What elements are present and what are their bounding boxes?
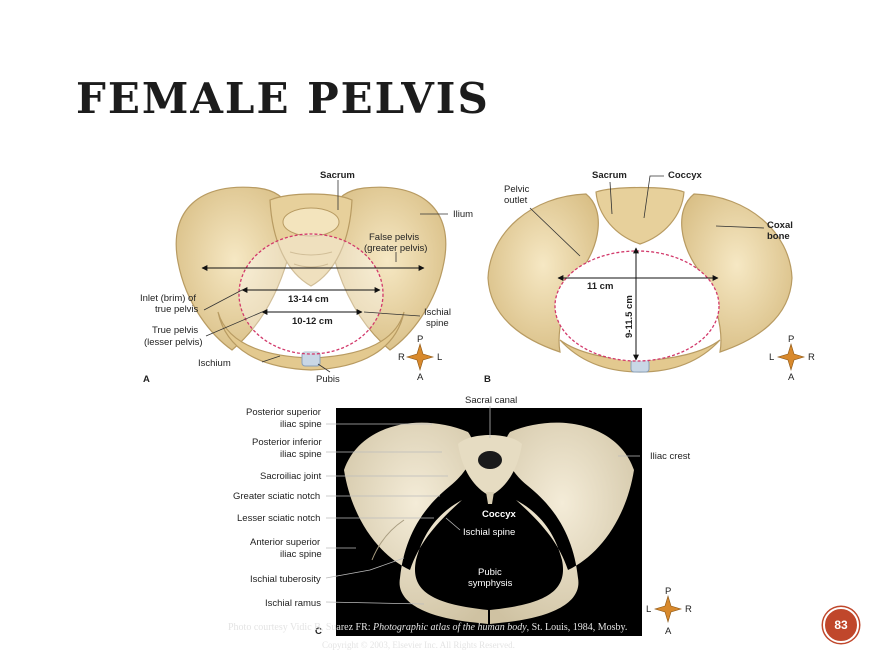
panel-c-letter: C xyxy=(315,626,322,637)
panel-b-coxal-bone-label-2: bone xyxy=(767,231,790,242)
panel-a-compass-left: R xyxy=(398,352,405,363)
panel-c-psis-label-2: iliac spine xyxy=(280,419,322,430)
panel-a-ischium-label: Ischium xyxy=(198,358,231,369)
panel-c-greater-notch-label: Greater sciatic notch xyxy=(233,491,320,502)
panel-a-inlet-label-2: true pelvis xyxy=(155,304,199,315)
panel-a-false-pelvis-label-2: (greater pelvis) xyxy=(364,243,427,254)
panel-c-ischial-tuberosity-label: Ischial tuberosity xyxy=(250,574,321,585)
panel-c-ischial-ramus-label: Ischial ramus xyxy=(265,598,321,609)
panel-a-leader-lines xyxy=(203,180,448,373)
panel-c-compass-icon: P A L R xyxy=(646,586,692,637)
panel-c-pubic-symphysis-label: Pubic xyxy=(478,567,502,578)
panel-a-dim-lower: 10-12 cm xyxy=(292,316,333,327)
panel-c-pubic-symphysis-label-2: symphysis xyxy=(468,578,513,589)
panel-c-asis-label-2: iliac spine xyxy=(280,549,322,560)
panel-b-compass-left: L xyxy=(769,352,774,363)
panel-c-psis-label: Posterior superior xyxy=(246,407,321,418)
panel-a-true-pelvis-label-2: (lesser pelvis) xyxy=(144,337,203,348)
slide-title: FEMALE PELVIS xyxy=(76,74,490,123)
panel-c-coccyx-label: Coccyx xyxy=(482,509,517,520)
panel-b-pelvis-illustration xyxy=(487,186,793,373)
panel-a-ischial-spine-label: Ischial xyxy=(424,307,451,318)
photo-credit-prefix: Photo courtesy Vidic B, Suarez FR: xyxy=(228,622,374,633)
panel-c-pelvis-photo xyxy=(344,422,634,624)
panel-a-true-pelvis-label: True pelvis xyxy=(152,325,198,336)
panel-c-compass-top: P xyxy=(665,586,671,597)
panel-b-leader-lines xyxy=(529,175,765,257)
panel-a-letter: A xyxy=(143,374,150,385)
panel-c-si-joint-label: Sacroiliac joint xyxy=(260,471,322,482)
panel-b-coxal-bone-label: Coxal xyxy=(767,220,793,231)
panel-b-sacrum-label: Sacrum xyxy=(592,170,627,181)
panel-a: Sacrum Ilium False pelvis (greater pelvi… xyxy=(140,170,473,385)
panel-c-ischial-spine-label: Ischial spine xyxy=(463,527,515,538)
panel-b-dim-horizontal: 11 cm xyxy=(587,281,613,292)
panel-c-piis-label: Posterior inferior xyxy=(252,437,322,448)
panel-c-lesser-notch-label: Lesser sciatic notch xyxy=(237,513,320,524)
panel-c: Sacral canal Posterior superior iliac sp… xyxy=(233,395,692,637)
panel-a-compass-bottom: A xyxy=(417,372,424,383)
panel-c-iliac-crest-label: Iliac crest xyxy=(650,451,690,462)
photo-credit: Photo courtesy Vidic B, Suarez FR: Photo… xyxy=(228,622,627,633)
panel-a-pubis-label: Pubis xyxy=(316,374,340,385)
panel-c-sacral-canal-label: Sacral canal xyxy=(465,395,517,406)
panel-b-letter: B xyxy=(484,374,491,385)
panel-b-coccyx-label: Coccyx xyxy=(668,170,703,181)
panel-a-dim-upper: 13-14 cm xyxy=(288,294,329,305)
panel-a-compass-top: P xyxy=(417,334,423,345)
panel-a-false-pelvis-label: False pelvis xyxy=(369,232,419,243)
page-number-badge: 83 xyxy=(823,607,859,643)
panel-c-leader-lines xyxy=(325,406,640,605)
panel-a-sacrum-label: Sacrum xyxy=(320,170,355,181)
panel-c-compass-right: R xyxy=(685,604,692,615)
panel-c-compass-bottom: A xyxy=(665,626,672,637)
panel-b-pelvic-outlet-label-2: outlet xyxy=(504,195,528,206)
panel-a-ilium-label: Ilium xyxy=(453,209,473,220)
panel-b-dim-vertical: 9-11.5 cm xyxy=(624,295,635,338)
panel-b: Sacrum Coccyx Pelvic outlet Coxal bone 1… xyxy=(484,170,815,385)
photo-credit-suffix: , St. Louis, 1984, Mosby. xyxy=(526,622,628,633)
panel-a-compass-icon: P A R L xyxy=(398,334,442,383)
photo-credit-title: Photographic atlas of the human body xyxy=(373,622,527,633)
panel-c-piis-label-2: iliac spine xyxy=(280,449,322,460)
panel-b-compass-right: R xyxy=(808,352,815,363)
panel-b-compass-top: P xyxy=(788,334,794,345)
panel-b-compass-icon: P A L R xyxy=(769,334,815,383)
panel-a-compass-right: L xyxy=(437,352,442,363)
panel-b-compass-bottom: A xyxy=(788,372,795,383)
panel-c-compass-left: L xyxy=(646,604,651,615)
panel-a-inlet-label: Inlet (brim) of xyxy=(140,293,196,304)
panel-b-pelvic-outlet-label: Pelvic xyxy=(504,184,530,195)
panel-a-pelvis-illustration xyxy=(175,186,447,371)
panel-a-ischial-spine-label-2: spine xyxy=(426,318,449,329)
copyright-notice: Copyright © 2003, Elsevier Inc. All Righ… xyxy=(322,640,515,650)
panel-c-asis-label: Anterior superior xyxy=(250,537,320,548)
